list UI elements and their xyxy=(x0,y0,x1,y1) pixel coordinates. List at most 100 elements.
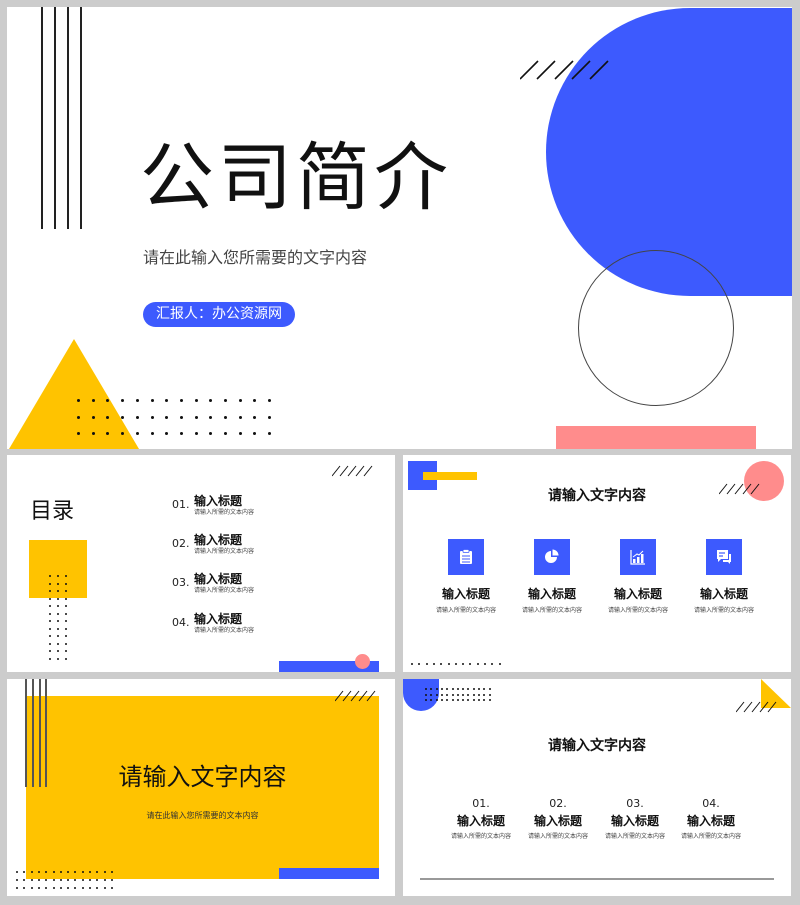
decor-dot xyxy=(96,887,99,889)
decor-dot xyxy=(435,699,438,701)
decor-dot xyxy=(49,642,51,645)
decor-dot xyxy=(110,871,113,873)
slide-cover[interactable]: 公司简介 请在此输入您所需要的文字内容 汇报人：办公资源网 xyxy=(7,7,792,449)
decor-hatch-marks xyxy=(335,690,376,702)
decor-dot xyxy=(96,871,99,873)
feature-desc: 请输入所需的文本内容 xyxy=(607,607,668,614)
feature-title: 输入标题 xyxy=(441,587,490,601)
feature-desc: 请输入所需的文本内容 xyxy=(693,607,754,614)
toc-item-desc: 请输入所需的文本内容 xyxy=(194,509,255,516)
decor-dot xyxy=(57,650,59,652)
decor-dot xyxy=(135,415,139,419)
decor-blue-bar xyxy=(279,661,379,672)
decor-dot xyxy=(483,693,486,696)
decor-dot xyxy=(150,432,154,435)
decor-dot xyxy=(456,693,459,696)
decor-dot xyxy=(440,699,443,701)
decor-dot xyxy=(238,432,242,435)
decor-dot xyxy=(425,693,427,696)
decor-dot xyxy=(45,871,48,873)
decor-vertical-line xyxy=(41,7,43,229)
slide-table-of-contents[interactable]: 目录 01. 输入标题 请输入所需的文本内容 02. 输入标题 请输入所需的文本… xyxy=(7,455,395,672)
decor-dot xyxy=(478,688,480,690)
decor-dot xyxy=(77,432,80,435)
decor-dot xyxy=(74,887,77,889)
decor-dot xyxy=(491,663,494,665)
decor-dot xyxy=(106,432,110,435)
feature-title: 输入标题 xyxy=(527,587,576,601)
decor-dot xyxy=(476,663,479,665)
decor-dot xyxy=(268,399,272,402)
reporter-badge: 汇报人：办公资源网 xyxy=(143,302,295,327)
column-number: 03. xyxy=(626,797,644,810)
decor-dot xyxy=(16,879,18,881)
decor-dot xyxy=(483,688,486,690)
decor-dot xyxy=(454,663,457,665)
decor-dot xyxy=(89,871,91,873)
toc-item[interactable]: 01. 输入标题 请输入所需的文本内容 xyxy=(172,492,292,522)
slide-icon-columns[interactable]: 请输入文字内容 输入标题 请输入所需的文本内容 输入标题 请输入所需的文本内容 … xyxy=(403,455,791,672)
decor-yellow-bar xyxy=(423,472,477,480)
decor-dot xyxy=(253,415,257,419)
decor-outline-circle xyxy=(578,250,734,406)
decor-vertical-line xyxy=(45,679,47,787)
toc-item[interactable]: 02. 输入标题 请输入所需的文本内容 xyxy=(172,531,292,561)
decor-dot xyxy=(121,415,125,419)
toc-item-title: 输入标题 xyxy=(194,572,243,586)
decor-yellow-panel xyxy=(26,696,379,879)
decor-dot xyxy=(23,871,26,873)
decor-pink-bar xyxy=(556,426,756,449)
decor-dot xyxy=(57,627,59,630)
feature-icon-box xyxy=(534,539,570,575)
decor-dot xyxy=(440,688,443,690)
decor-yellow-triangle xyxy=(9,339,139,449)
section-subtitle: 请在此输入您所需要的文本内容 xyxy=(146,811,259,820)
decor-dot xyxy=(462,663,465,665)
decor-dot xyxy=(165,415,169,419)
feature-icon-box xyxy=(620,539,656,575)
decor-dot xyxy=(45,879,48,881)
decor-dot xyxy=(49,605,51,607)
feature-title: 输入标题 xyxy=(699,587,748,601)
decor-dot xyxy=(209,399,213,402)
decor-dot-grid xyxy=(425,688,491,704)
decor-blue-bar xyxy=(279,868,379,879)
decor-yellow-triangle xyxy=(761,679,791,708)
toc-item-number: 02. xyxy=(172,537,190,550)
decor-dot xyxy=(49,582,51,585)
decor-dot xyxy=(37,879,40,881)
decor-dot xyxy=(49,597,51,600)
toc-item[interactable]: 03. 输入标题 请输入所需的文本内容 xyxy=(172,570,292,600)
column-number: 02. xyxy=(549,797,567,810)
decor-dot xyxy=(418,663,421,665)
feature-desc: 请输入所需的文本内容 xyxy=(435,607,496,614)
decor-dot xyxy=(430,699,433,701)
pie-chart-icon xyxy=(545,549,559,563)
slide-numbered-columns[interactable]: 请输入文字内容 01. 输入标题 请输入所需的文本内容 02. 输入标题 请输入… xyxy=(403,679,791,896)
decor-dot xyxy=(57,597,59,600)
decor-dot xyxy=(268,432,272,435)
decor-dot xyxy=(30,871,33,873)
decor-vertical-line xyxy=(67,7,69,229)
decor-hatch-marks xyxy=(719,483,760,495)
decor-dot xyxy=(478,693,480,696)
decor-dot xyxy=(411,663,413,665)
toc-item-desc: 请输入所需的文本内容 xyxy=(194,548,255,555)
toc-item[interactable]: 04. 输入标题 请输入所需的文本内容 xyxy=(172,610,292,640)
decor-dot xyxy=(430,693,433,696)
decor-dot xyxy=(472,688,475,690)
decor-dot xyxy=(57,612,59,615)
slide-section-divider[interactable]: 请输入文字内容 请在此输入您所需要的文本内容 xyxy=(7,679,395,896)
decor-dot xyxy=(103,871,106,873)
toc-item-number: 04. xyxy=(172,616,190,629)
column-title: 输入标题 xyxy=(610,814,659,828)
decor-dot xyxy=(57,635,59,637)
decor-dot xyxy=(52,871,55,873)
decor-dot xyxy=(16,887,18,889)
decor-dot xyxy=(89,887,91,889)
decor-dot xyxy=(451,699,454,701)
decor-dot xyxy=(49,590,51,592)
cover-subtitle: 请在此输入您所需要的文字内容 xyxy=(143,248,368,267)
decor-dot xyxy=(425,699,427,701)
decor-dot xyxy=(194,399,198,402)
